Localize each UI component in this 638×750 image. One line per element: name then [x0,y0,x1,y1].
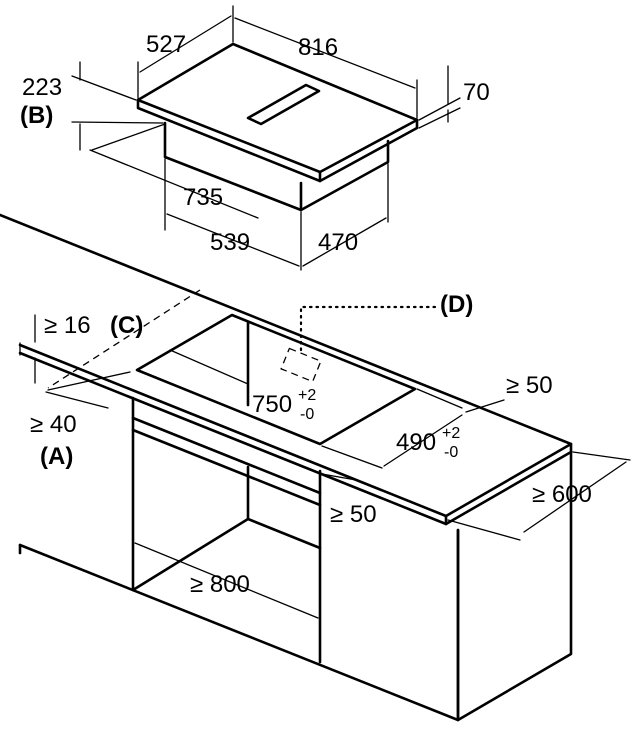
dim-min-40-label: ≥ 40 [30,411,77,438]
dim-cutout-w-tol-minus: -0 [300,406,314,423]
leader-d [299,305,440,352]
dim-rear-gap-label: ≥ 50 [506,372,553,399]
offset-line-c [47,289,201,389]
dim-front-gap-label: ≥ 50 [330,501,377,528]
label-c: (C) [110,312,143,339]
dim-hob-height-label: 223 [22,74,62,101]
dim-cutout-width-label: 735 [183,184,223,211]
worktop-dimensions [19,314,631,619]
label-d: (D) [440,291,473,318]
hob-drawing [136,42,419,212]
worktop-cutout [135,313,417,446]
dim-cutout-w-tol-plus: +2 [298,387,316,404]
worktop-front-edge [18,351,573,526]
dim-body-width-label: 539 [210,229,250,256]
dim-cutout-d-label: 490 [396,429,436,456]
cabinet-inner [131,416,322,495]
label-b: (B) [20,102,53,129]
dim-cutout-d-tol-plus: +2 [442,425,460,442]
dim-hob-depth-label: 527 [146,31,186,58]
label-a: (A) [40,443,73,470]
dim-body-depth-label: 470 [318,229,358,256]
worktop-drawing [0,213,573,722]
hob-vent-slot [246,83,321,126]
dim-cabinet-min-label: ≥ 800 [190,571,250,598]
dim-hob-width-label: 816 [298,34,338,61]
dim-cutout-d-tol-minus: -0 [444,444,458,461]
dim-hob-thickness-label: 70 [463,79,490,106]
dim-min-16-label: ≥ 16 [44,312,91,339]
cabinet-front [18,528,460,722]
hob-glass-top [136,42,419,174]
dim-depth-min-label: ≥ 600 [532,481,592,508]
connection-box-d [280,347,322,383]
dim-cutout-w-label: 750 [252,391,292,418]
cabinet-side [456,450,573,722]
worktop-surface [0,213,573,518]
hob-dimensions [71,5,461,271]
